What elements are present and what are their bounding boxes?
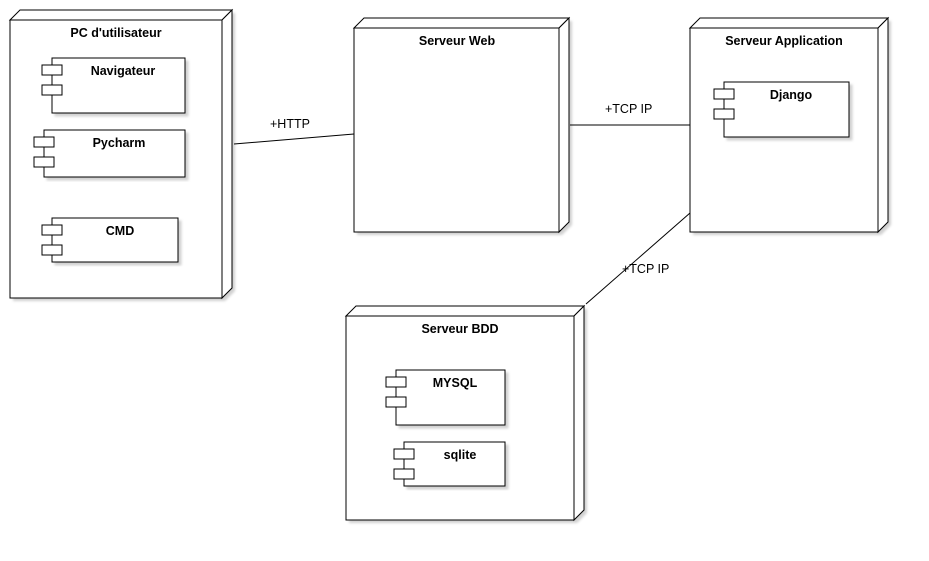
component-port-icon (41, 244, 63, 256)
component-port-icon (41, 84, 63, 96)
connection-pc-web[interactable] (233, 133, 355, 145)
node-serveur-web[interactable]: Serveur Web (352, 16, 571, 234)
node-serveur-application[interactable]: Serveur Application Django (688, 16, 890, 234)
node-web-title: Serveur Web (419, 34, 496, 48)
component-mysql-label: MYSQL (433, 376, 478, 390)
component-django-label: Django (770, 88, 813, 102)
component-navigateur-label: Navigateur (91, 64, 156, 78)
component-navigateur[interactable]: Navigateur (41, 57, 186, 114)
component-pycharm-label: Pycharm (93, 136, 146, 150)
component-port-icon (713, 108, 735, 120)
component-port-icon (33, 156, 55, 168)
node-bdd-title: Serveur BDD (421, 322, 498, 336)
component-django[interactable]: Django (713, 81, 850, 138)
component-port-icon (713, 88, 735, 100)
component-port-icon (393, 468, 415, 480)
node-serveur-bdd[interactable]: Serveur BDD MYSQL sqlite (344, 304, 586, 522)
component-port-icon (41, 224, 63, 236)
connection-app-bdd[interactable] (585, 212, 691, 305)
node-app-title: Serveur Application (725, 34, 843, 48)
component-pycharm[interactable]: Pycharm (33, 129, 186, 178)
node-pc-utilisateur[interactable]: PC d'utilisateur Navigateur Pycharm CMD (8, 8, 234, 300)
connection-pc-web-label: +HTTP (270, 117, 310, 131)
component-port-icon (41, 64, 63, 76)
component-mysql[interactable]: MYSQL (385, 369, 506, 426)
component-port-icon (385, 396, 407, 408)
component-port-icon (33, 136, 55, 148)
connection-app-bdd-label: +TCP IP (622, 262, 669, 276)
component-sqlite-label: sqlite (444, 448, 477, 462)
node-pc-title: PC d'utilisateur (70, 26, 161, 40)
connection-web-app-label: +TCP IP (605, 102, 652, 116)
component-cmd-label: CMD (106, 224, 134, 238)
component-port-icon (393, 448, 415, 460)
component-cmd[interactable]: CMD (41, 217, 179, 263)
component-port-icon (385, 376, 407, 388)
component-sqlite[interactable]: sqlite (393, 441, 506, 487)
